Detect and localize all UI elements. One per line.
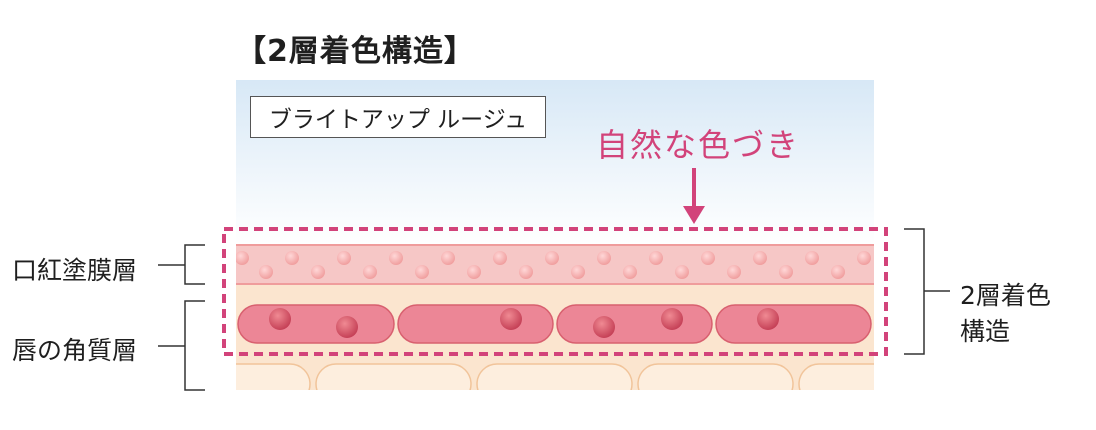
pigment-particles <box>236 251 871 279</box>
lower-cells <box>236 363 874 390</box>
right-bracket <box>904 228 950 355</box>
down-arrow-icon <box>683 168 705 224</box>
colored-cells <box>237 304 872 344</box>
natural-color-annotation: 自然な色づき <box>596 126 801 164</box>
product-label-box: ブライトアップ ルージュ <box>250 96 546 138</box>
left-brackets <box>158 244 205 391</box>
stratum-corneum-label: 唇の角質層 <box>12 336 138 365</box>
structure-label-line1: 2層着色 <box>960 281 1051 310</box>
two-layer-highlight-frame <box>222 227 888 356</box>
lipstick-film-layer-label: 口紅塗膜層 <box>12 256 138 285</box>
diagram-title: 【2層着色構造】 <box>236 34 475 69</box>
lipstick-film-layer <box>236 245 874 284</box>
structure-label-line2: 構造 <box>960 317 1011 346</box>
